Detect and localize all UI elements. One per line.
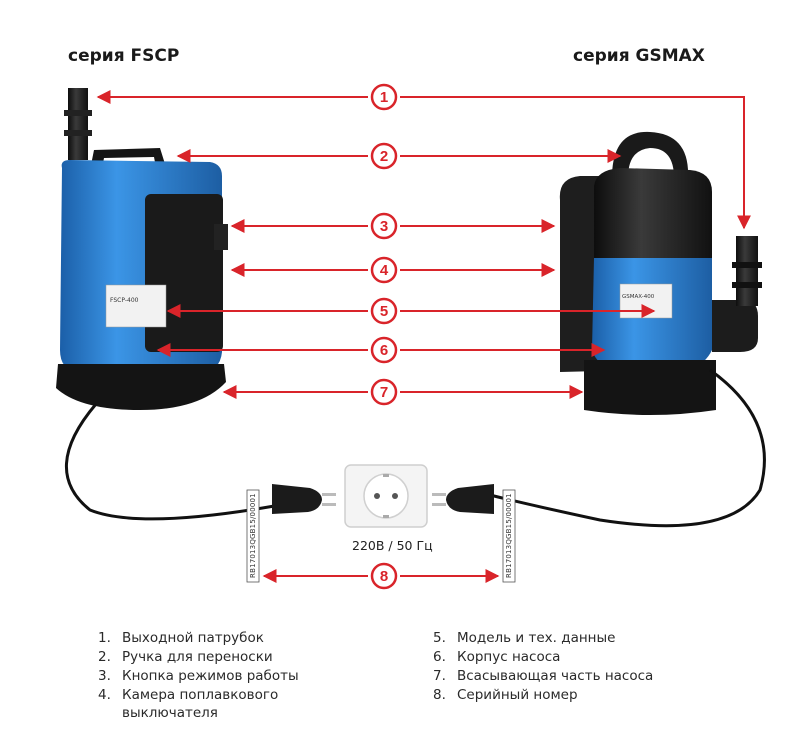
marker-1: 1 — [370, 83, 398, 111]
svg-text:2: 2 — [380, 148, 388, 165]
svg-text:7: 7 — [380, 384, 388, 401]
gsmax-pump: GSMAX-400 — [559, 131, 762, 415]
gsmax-serial-tag — [502, 489, 516, 583]
svg-text:8: 8 — [380, 568, 388, 585]
marker-7: 7 — [370, 378, 398, 406]
fscp-pump: FSCP-400 — [56, 88, 228, 410]
svg-text:1: 1 — [380, 89, 388, 106]
gsmax-plug — [432, 484, 494, 514]
svg-text:6: 6 — [380, 342, 388, 359]
fscp-mode-button — [214, 224, 228, 250]
legend-item: 5.Модель и тех. данные — [433, 630, 616, 646]
legend-item: 4.Камера поплавкового выключателя — [98, 687, 279, 721]
fscp-outlet — [68, 88, 88, 160]
gsmax-handle — [612, 131, 689, 178]
svg-text:3: 3 — [380, 218, 388, 235]
callout-arrows — [96, 90, 751, 583]
power-socket — [344, 464, 428, 528]
gsmax-suction-base — [584, 360, 716, 415]
fscp-suction-base — [56, 364, 226, 410]
gsmax-model-text: GSMAX-400 — [622, 294, 655, 300]
fscp-model-text: FSCP-400 — [110, 297, 139, 304]
fscp-float-chamber — [145, 194, 223, 352]
legend-item: 3.Кнопка режимов работы — [98, 668, 299, 684]
svg-text:4: 4 — [380, 262, 389, 279]
marker-8: 8 — [370, 562, 398, 590]
gsmax-model-plate — [619, 283, 673, 319]
legend-item: 7.Всасывающая часть насоса — [433, 668, 654, 684]
svg-text:5: 5 — [380, 303, 388, 320]
legend-item: 6.Корпус насоса — [433, 649, 561, 665]
gsmax-outlet — [736, 236, 758, 306]
marker-4: 4 — [370, 256, 398, 284]
legend-item: 2.Ручка для переноски — [98, 649, 273, 665]
legend-item: 1.Выходной патрубок — [98, 630, 264, 646]
voltage-label: 220В / 50 Гц — [352, 538, 433, 553]
fscp-cable — [65, 403, 281, 521]
pump-diagram: FSCP-400 GSMAX-400 — [56, 83, 766, 590]
marker-6: 6 — [370, 336, 398, 364]
fscp-plug — [272, 484, 336, 514]
arrow-1-right — [400, 96, 751, 230]
marker-5: 5 — [370, 297, 398, 325]
fscp-serial-number: RB17013QGB15/00001 — [249, 493, 257, 578]
legend-item: 8.Серийный номер — [433, 687, 578, 703]
marker-2: 2 — [370, 142, 398, 170]
series-fscp-title: серия FSCP — [68, 46, 180, 66]
fscp-model-plate — [105, 284, 167, 328]
marker-3: 3 — [370, 212, 398, 240]
gsmax-serial-number: RB17013QGB15/00001 — [505, 493, 513, 578]
gsmax-cable — [489, 368, 766, 528]
fscp-serial-tag — [246, 489, 260, 583]
series-gsmax-title: серия GSMAX — [573, 46, 705, 66]
